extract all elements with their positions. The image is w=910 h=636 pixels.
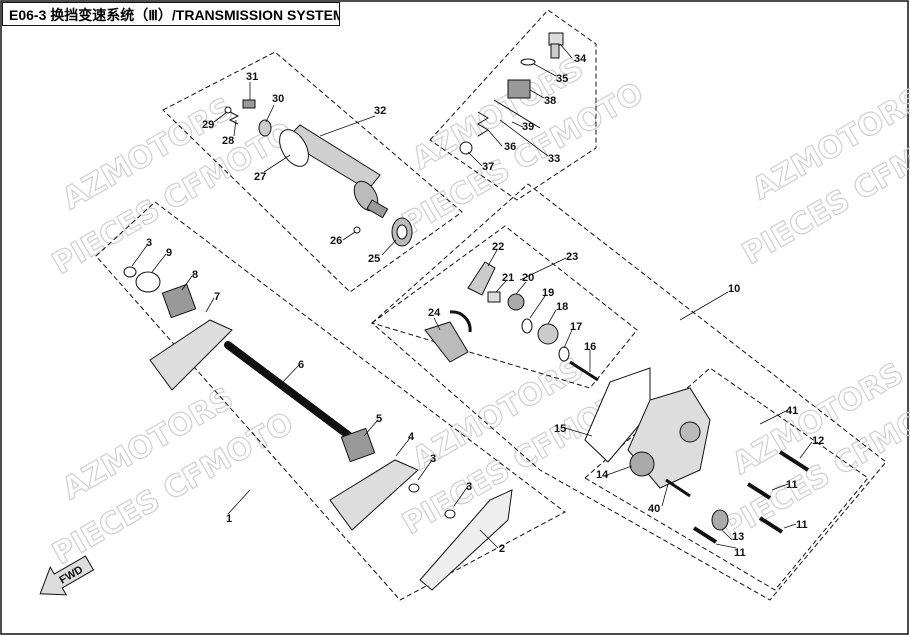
callout-8: 8 [192, 269, 198, 281]
bolt-16 [569, 360, 599, 382]
group-box-32 [162, 51, 463, 293]
fork-4 [329, 459, 419, 531]
group-box-1 [95, 201, 566, 601]
callout-3-top: 3 [146, 237, 152, 249]
callout-21: 21 [502, 272, 514, 284]
oring-39 [493, 99, 541, 129]
callout-29: 29 [202, 119, 214, 131]
callout-6: 6 [298, 359, 304, 371]
callout-25: 25 [368, 253, 380, 265]
oring-35 [520, 58, 536, 66]
callout-30: 30 [272, 93, 284, 105]
clip-3-top [123, 266, 137, 278]
callout-3-low: 3 [466, 481, 472, 493]
callout-35: 35 [556, 73, 568, 85]
washer-19 [521, 318, 533, 334]
callout-13: 13 [732, 531, 744, 543]
pin-26 [353, 226, 361, 234]
callout-4: 4 [408, 431, 415, 443]
callout-11-b: 11 [796, 519, 808, 531]
collar-21 [487, 291, 501, 303]
callout-15: 15 [554, 423, 566, 435]
callout-32: 32 [374, 105, 386, 117]
lever-2 [419, 489, 513, 591]
diagram-title: E06-3 换挡变速系统（Ⅲ）/TRANSMISSION SYSTEM（Ⅲ） [2, 2, 340, 26]
callout-24: 24 [428, 307, 441, 319]
callout-34: 34 [574, 53, 587, 65]
gasket-15 [584, 367, 651, 463]
callout-20: 20 [522, 272, 534, 284]
shaft-6 [224, 341, 372, 454]
callout-28: 28 [222, 135, 234, 147]
plug-38 [507, 79, 531, 99]
callout-10: 10 [728, 283, 740, 295]
callout-40: 40 [648, 503, 660, 515]
clip-3-low [444, 509, 456, 519]
callout-16: 16 [584, 341, 596, 353]
callout-18: 18 [556, 301, 568, 313]
callout-9: 9 [166, 247, 172, 259]
ball-29 [224, 106, 232, 114]
callout-14: 14 [596, 469, 609, 481]
callout-37: 37 [482, 161, 494, 173]
cover-assembly [584, 367, 810, 544]
callout-5: 5 [376, 413, 382, 425]
shift-shaft-24 [424, 321, 469, 363]
callout-12: 12 [812, 435, 824, 447]
group-box-33 [429, 9, 597, 201]
shift-fork-assembly [123, 266, 513, 591]
callout-27: 27 [254, 171, 266, 183]
callout-38: 38 [544, 95, 556, 107]
callout-3-mid: 3 [430, 453, 436, 465]
plate-22 [467, 261, 496, 296]
callout-1: 1 [226, 513, 232, 525]
seal-14 [629, 451, 655, 477]
bolt-34 [548, 32, 564, 46]
spring-36 [477, 111, 489, 137]
spring-28 [228, 111, 240, 125]
ball-37 [459, 141, 473, 155]
callout-39: 39 [522, 121, 534, 133]
seal-13 [711, 509, 729, 531]
stud-40 [665, 478, 691, 498]
group-box-10 [371, 183, 887, 601]
callout-26: 26 [330, 235, 342, 247]
callout-2: 2 [499, 543, 505, 555]
callout-labels: 1 2 3 3 3 4 5 6 7 8 9 10 11 11 11 12 13 … [146, 53, 824, 559]
washer-17 [558, 346, 570, 362]
leader-lines [131, 43, 813, 549]
callout-23: 23 [566, 251, 578, 263]
detent-assembly [459, 32, 564, 155]
bolt-11-b [758, 516, 784, 534]
spring-5 [340, 427, 376, 463]
callout-11-c: 11 [734, 547, 746, 559]
fork-7 [149, 319, 233, 391]
washer-30 [258, 119, 272, 137]
callout-33: 33 [548, 153, 560, 165]
callout-22: 22 [492, 241, 504, 253]
callout-31: 31 [246, 71, 258, 83]
callout-17: 17 [570, 321, 582, 333]
group-box-23 [370, 225, 638, 389]
callout-36: 36 [504, 141, 516, 153]
callout-7: 7 [214, 291, 220, 303]
bolt-12 [778, 450, 810, 472]
group-box-cover [584, 367, 869, 591]
spring-8 [161, 283, 197, 319]
callout-19: 19 [542, 287, 554, 299]
callout-11-a: 11 [786, 479, 798, 491]
callout-41: 41 [786, 405, 798, 417]
clip-3-mid [408, 483, 420, 493]
gear-20 [507, 293, 525, 311]
shift-mechanism [424, 261, 599, 382]
collar-9 [135, 271, 161, 293]
bolt-31 [242, 99, 256, 109]
bolt-11-c [692, 526, 718, 544]
bearing-18 [537, 323, 559, 345]
bolt-11-a [746, 482, 772, 500]
